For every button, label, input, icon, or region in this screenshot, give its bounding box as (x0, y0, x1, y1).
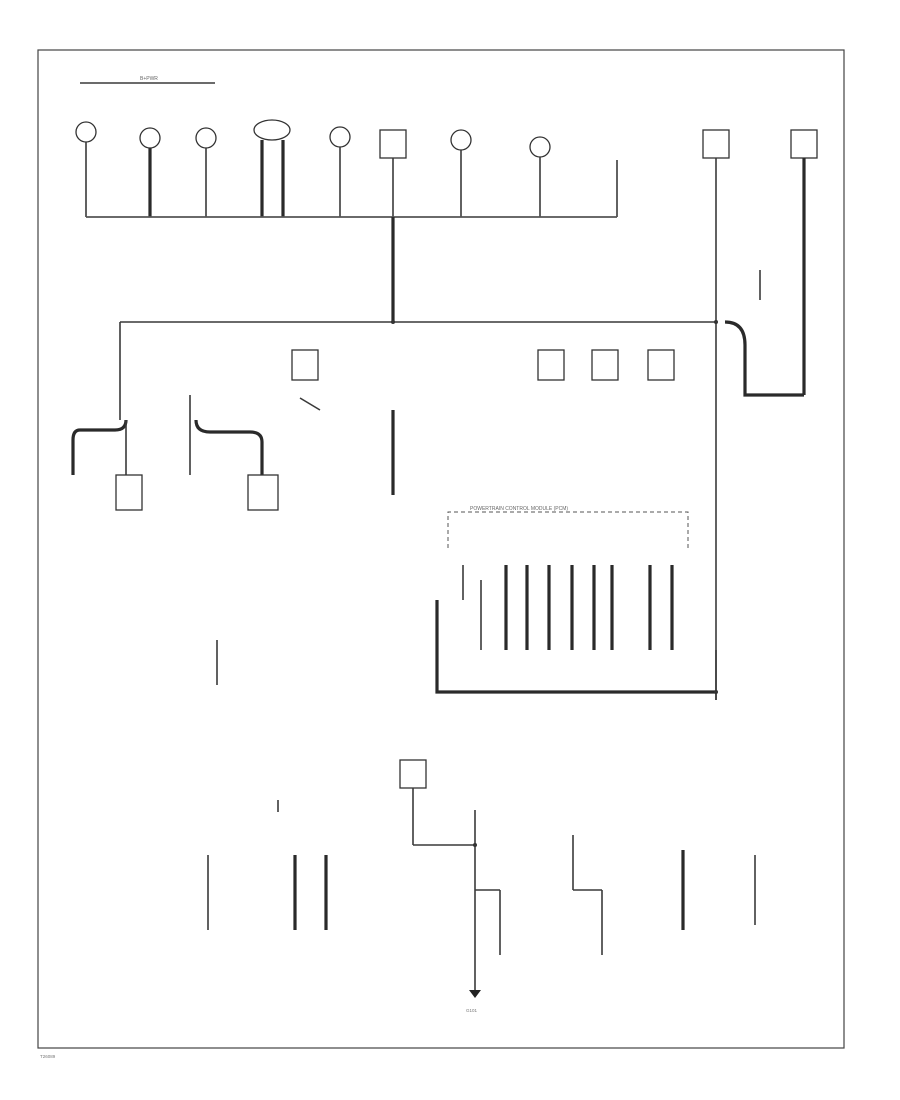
top-bracket: B+PWR (80, 76, 215, 84)
bottom-section: G101 (399, 759, 501, 1013)
lamp-5 (329, 126, 351, 148)
lamp-4 (253, 119, 291, 141)
component-mid-4 (647, 349, 675, 381)
connector-nodes (391, 320, 718, 847)
pcm-label: POWERTRAIN CONTROL MODULE (PCM) (470, 506, 568, 512)
pcm-module: POWERTRAIN CONTROL MODULE (PCM) (447, 506, 689, 548)
center-branch (299, 397, 395, 495)
pcm-ground-loop (435, 600, 716, 694)
component-bottom-1 (399, 759, 427, 789)
lamp-2 (139, 127, 161, 149)
pcm-pins (462, 565, 674, 650)
left-branch (71, 322, 279, 511)
lamp-3 (195, 127, 217, 149)
top-row-drops (85, 140, 618, 218)
component-top-10 (790, 129, 818, 159)
component-left-2 (247, 474, 279, 511)
top-row-lamps (75, 119, 818, 159)
footer-code: T26089 (40, 1054, 56, 1059)
ground-label: G101 (466, 1008, 478, 1013)
component-mid-1 (291, 349, 319, 381)
right-feeds (715, 158, 806, 700)
top-label: B+PWR (140, 76, 158, 82)
component-left-1 (115, 474, 143, 511)
ground-symbol (469, 990, 481, 998)
mid-components (291, 349, 675, 381)
bottom-drops (207, 800, 756, 955)
diagram-frame (37, 49, 845, 1049)
component-top-6 (379, 129, 407, 159)
component-mid-3 (591, 349, 619, 381)
lamp-7 (450, 129, 472, 151)
lamp-8 (529, 136, 551, 158)
lamp-1 (75, 121, 97, 143)
component-top-9 (702, 129, 730, 159)
component-mid-2 (537, 349, 565, 381)
